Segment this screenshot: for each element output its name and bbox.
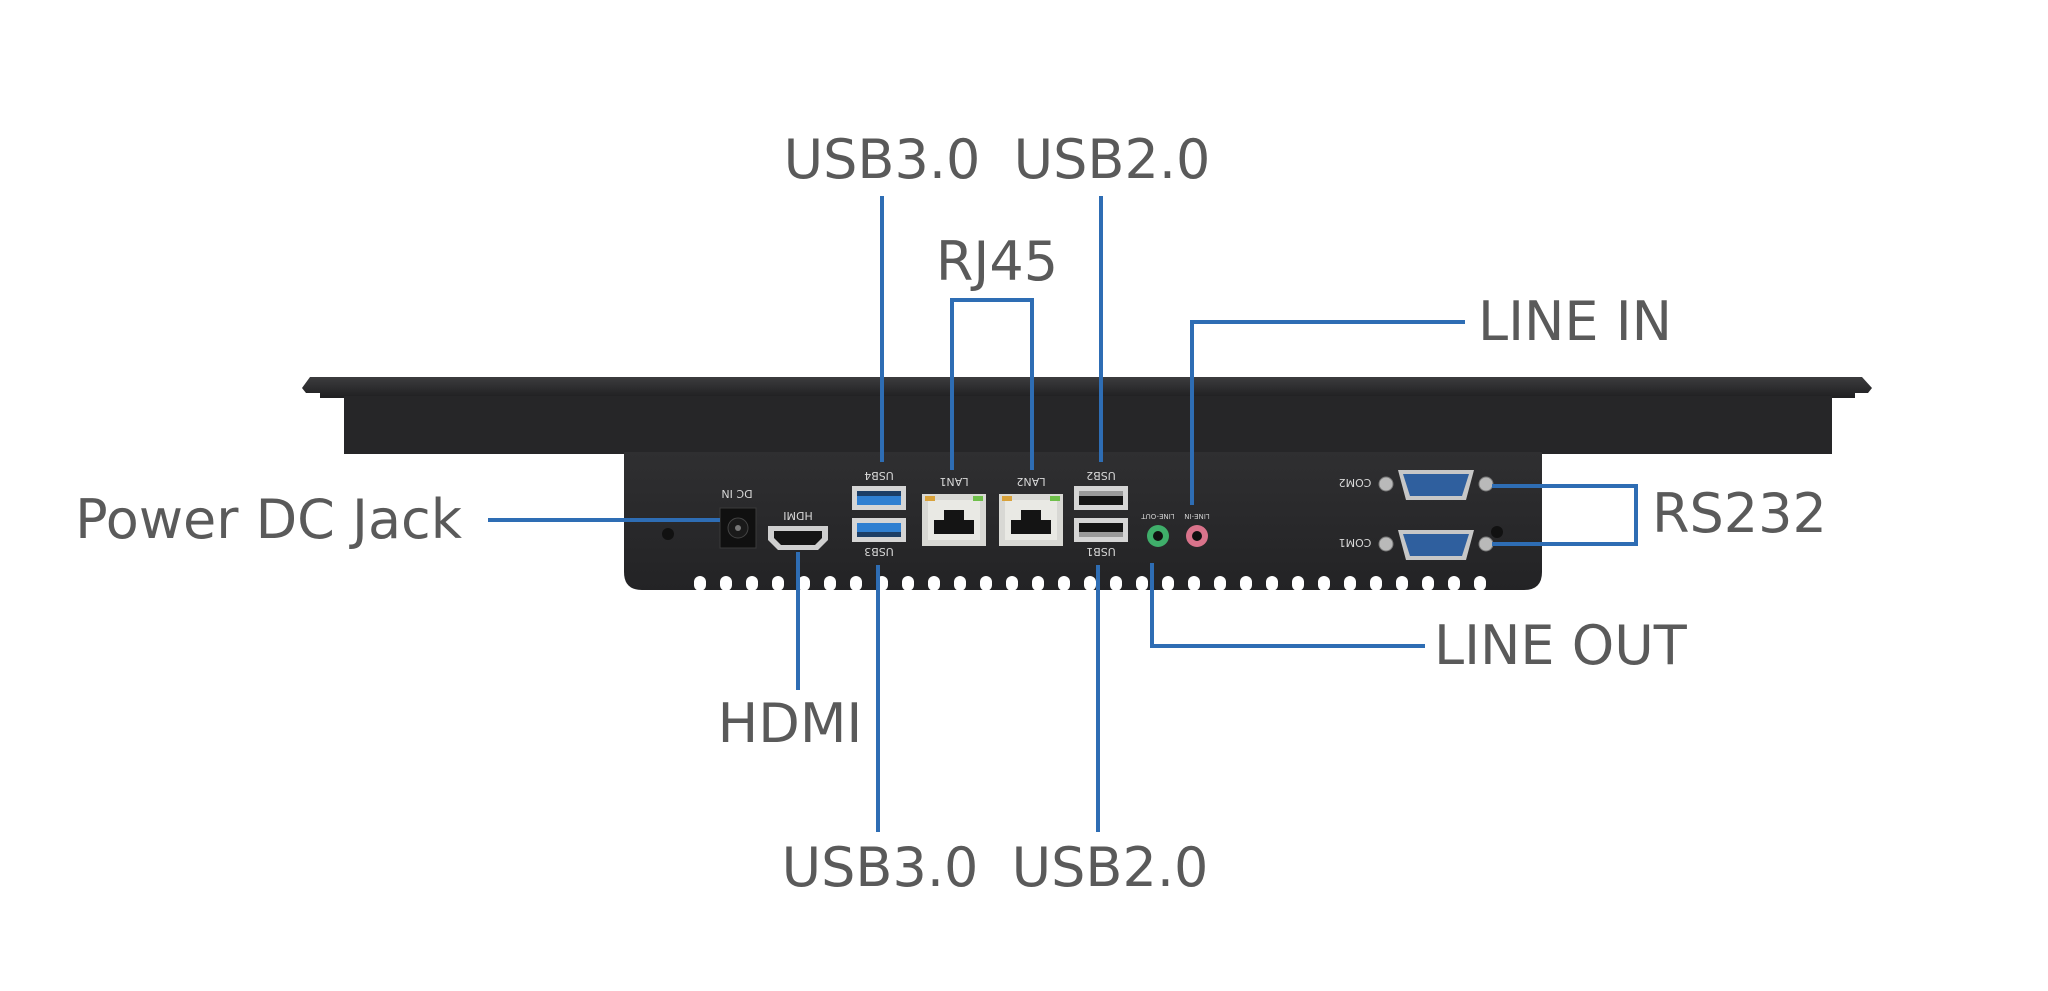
usb4-silk: USB4 <box>864 469 894 482</box>
label-rj45: RJ45 <box>936 230 1058 293</box>
heatsink-notch <box>1396 576 1408 591</box>
heatsink-notch <box>694 576 706 591</box>
com1-port: COM1 <box>1339 530 1494 560</box>
panel-pc-device: DC IN HDMI USB4 USB3 LAN1 <box>302 377 1872 591</box>
heatsink-notch <box>1318 576 1330 591</box>
heatsink-notch <box>1266 576 1278 591</box>
heatsink-notch <box>1032 576 1044 591</box>
heatsink-notch <box>798 576 810 591</box>
heatsink-notch <box>980 576 992 591</box>
leader-line-out <box>1150 563 1425 648</box>
hdmi-port: HDMI <box>768 509 828 550</box>
heatsink-notch <box>1370 576 1382 591</box>
heatsink-notch <box>850 576 862 591</box>
label-line-in: LINE IN <box>1478 290 1672 353</box>
lan1-silk: LAN1 <box>939 475 968 488</box>
heatsink-notch <box>928 576 940 591</box>
heatsink-notch <box>1058 576 1070 591</box>
callout-labels: USB3.0 USB2.0 RJ45 LINE IN Power DC Jack… <box>75 128 1827 899</box>
heatsink-notch <box>1344 576 1356 591</box>
label-rs232: RS232 <box>1652 482 1827 545</box>
lan1-port: LAN1 <box>922 475 986 546</box>
leader-rs232 <box>1492 484 1638 546</box>
leader-lines <box>488 196 1638 832</box>
rear-housing <box>344 396 1832 454</box>
usb1-port: USB1 <box>1074 518 1128 558</box>
heatsink-notch <box>1162 576 1174 591</box>
com2-port: COM2 <box>1339 470 1494 500</box>
line-out-silk: LINE-OUT <box>1141 512 1175 520</box>
line-in-silk: LINE-IN <box>1184 512 1209 520</box>
heatsink-notch <box>1474 576 1486 591</box>
screw-hole <box>662 528 674 540</box>
lan2-silk: LAN2 <box>1016 475 1045 488</box>
screw-hole <box>1491 526 1503 538</box>
label-usb20-top: USB2.0 <box>1014 128 1211 191</box>
heatsink-notch <box>1006 576 1018 591</box>
label-usb20-bottom: USB2.0 <box>1012 836 1209 899</box>
lan2-port: LAN2 <box>999 475 1063 546</box>
label-power-dc-jack: Power DC Jack <box>75 488 463 551</box>
heatsink-notch <box>746 576 758 591</box>
heatsink-notch <box>954 576 966 591</box>
usb2-port: USB2 <box>1074 469 1128 510</box>
leader-line-in <box>1190 320 1465 505</box>
heatsink-notch <box>1240 576 1252 591</box>
heatsink-notch <box>902 576 914 591</box>
usb1-silk: USB1 <box>1086 545 1116 558</box>
heatsink-notch <box>1448 576 1460 591</box>
leader-rj45 <box>950 298 1034 470</box>
label-line-out: LINE OUT <box>1434 614 1688 677</box>
heatsink-notch <box>720 576 732 591</box>
usb3-silk: USB3 <box>864 545 894 558</box>
line-in-jack: LINE-IN <box>1184 512 1210 547</box>
label-usb30-top: USB3.0 <box>784 128 981 191</box>
hdmi-silk: HDMI <box>783 509 812 522</box>
usb2-silk: USB2 <box>1086 469 1116 482</box>
usb4-port: USB4 <box>852 469 906 510</box>
com2-silk: COM2 <box>1339 476 1372 489</box>
heatsink-notch <box>1084 576 1096 591</box>
bezel-lip <box>302 377 1872 398</box>
heatsink-fins <box>694 576 1486 591</box>
heatsink-notch <box>824 576 836 591</box>
dc-in-silk: DC IN <box>721 487 752 500</box>
heatsink-notch <box>1110 576 1122 591</box>
heatsink-notch <box>1214 576 1226 591</box>
dc-jack-port: DC IN <box>719 487 757 549</box>
label-usb30-bottom: USB3.0 <box>782 836 979 899</box>
heatsink-notch <box>1422 576 1434 591</box>
line-out-jack: LINE-OUT <box>1141 512 1175 547</box>
heatsink-notch <box>1292 576 1304 591</box>
heatsink-notch <box>1136 576 1148 591</box>
usb3-port: USB3 <box>852 518 906 558</box>
label-hdmi: HDMI <box>718 692 863 755</box>
heatsink-notch <box>772 576 784 591</box>
com1-silk: COM1 <box>1339 536 1372 549</box>
heatsink-notch <box>1188 576 1200 591</box>
